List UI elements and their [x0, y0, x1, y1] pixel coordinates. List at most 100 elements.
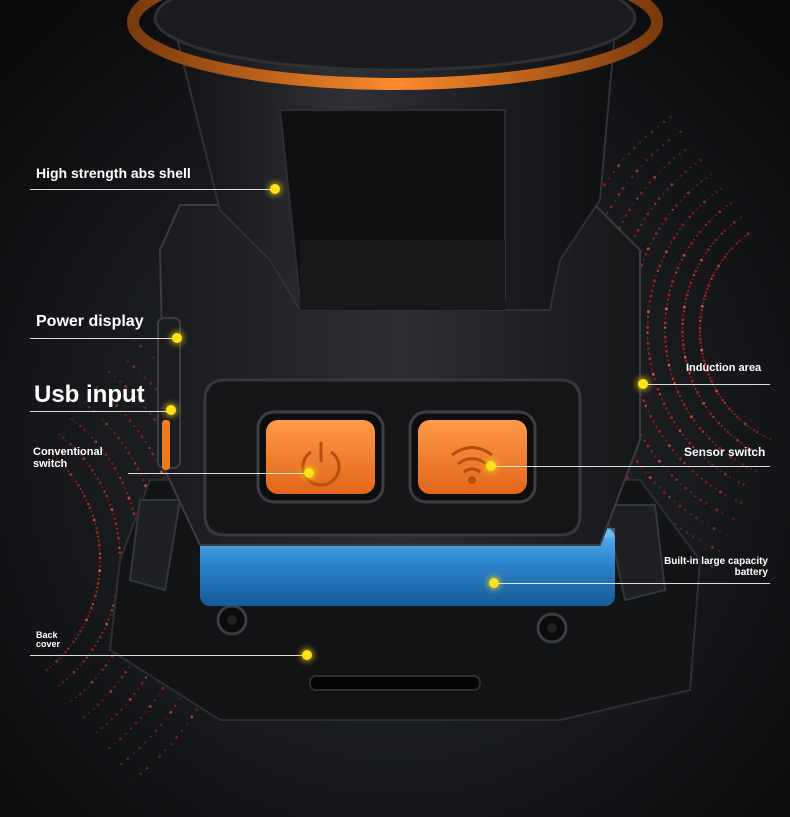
particle-dot	[55, 457, 58, 460]
particle-dot	[699, 204, 702, 207]
particle-dot	[702, 356, 704, 359]
particle-dot	[72, 640, 75, 644]
particle-dot	[148, 704, 152, 708]
particle-dot	[114, 522, 118, 526]
conventional-switch-button[interactable]	[256, 410, 385, 504]
particle-dot	[647, 347, 650, 350]
particle-dot	[679, 174, 683, 178]
particle-dot	[690, 415, 693, 419]
particle-dot	[664, 331, 666, 334]
particle-dot	[612, 170, 615, 173]
particle-dot	[108, 458, 110, 460]
particle-dot	[111, 718, 113, 720]
particle-dot	[97, 535, 99, 538]
particle-dot	[646, 321, 649, 324]
particle-dot	[85, 656, 88, 659]
particle-dot	[114, 742, 116, 745]
particle-dot	[704, 502, 708, 505]
particle-dot	[109, 689, 113, 693]
particle-dot	[689, 145, 692, 147]
particle-dot	[87, 502, 90, 506]
particle-dot	[120, 409, 123, 412]
particle-dot	[642, 399, 646, 403]
particle-dot	[696, 391, 699, 394]
particle-dot	[648, 181, 652, 184]
sensor-switch-button[interactable]	[408, 410, 537, 504]
particle-dot	[110, 399, 114, 403]
particle-dot	[704, 480, 708, 484]
particle-dot	[105, 494, 109, 498]
particle-dot	[694, 495, 697, 498]
particle-dot	[737, 480, 741, 484]
particle-dot	[681, 327, 684, 329]
particle-dot	[61, 680, 65, 684]
particle-dot	[170, 743, 172, 745]
particle-dot	[710, 245, 712, 248]
particle-dot	[750, 448, 753, 451]
battery-label: Built-in large capacity battery	[664, 556, 768, 578]
particle-dot	[667, 444, 671, 448]
particle-dot	[144, 376, 147, 379]
particle-dot	[652, 284, 655, 288]
particle-dot	[721, 398, 725, 402]
particle-dot	[673, 500, 676, 503]
particle-dot	[98, 481, 102, 485]
particle-dot	[679, 527, 682, 530]
particle-dot	[664, 307, 668, 311]
particle-dot	[678, 504, 682, 508]
particle-dot	[85, 499, 88, 501]
particle-dot	[699, 498, 703, 502]
particle-dot	[113, 466, 117, 470]
particle-dot	[667, 161, 671, 165]
particle-dot	[702, 359, 706, 363]
particle-dot	[685, 250, 688, 253]
particle-dot	[70, 417, 74, 421]
particle-dot	[635, 169, 639, 173]
particle-dot	[656, 269, 660, 273]
particle-dot	[679, 200, 682, 202]
particle-dot	[96, 731, 98, 734]
particle-dot	[69, 443, 72, 446]
particle-dot	[621, 221, 624, 223]
particle-dot	[49, 451, 52, 455]
particle-dot	[87, 614, 90, 618]
particle-dot	[132, 512, 136, 516]
particle-dot	[647, 410, 649, 413]
particle-dot	[82, 659, 86, 663]
particle-dot	[675, 453, 678, 456]
particle-dot	[687, 290, 689, 292]
particle-dot	[683, 352, 686, 354]
particle-dot	[698, 337, 702, 341]
particle-dot	[645, 471, 647, 474]
particle-dot	[675, 386, 677, 389]
particle-dot	[159, 723, 163, 726]
particle-dot	[683, 461, 686, 465]
particle-dot	[729, 496, 732, 499]
particle-dot	[689, 491, 692, 494]
particle-dot	[650, 450, 653, 453]
particle-dot	[757, 451, 761, 455]
particle-dot	[733, 436, 736, 439]
particle-dot	[97, 578, 100, 581]
particle-dot	[83, 623, 86, 625]
particle-dot	[663, 166, 666, 169]
particle-dot	[108, 746, 111, 750]
particle-dot	[82, 428, 86, 432]
particle-dot	[132, 365, 136, 369]
particle-dot	[662, 255, 666, 258]
particle-dot	[714, 387, 716, 389]
particle-dot	[622, 158, 625, 161]
particle-dot	[661, 435, 664, 438]
particle-dot	[110, 427, 112, 430]
particle-dot	[155, 459, 157, 461]
particle-dot	[636, 197, 639, 200]
particle-dot	[688, 372, 691, 375]
particle-dot	[721, 258, 724, 262]
particle-dot	[648, 357, 652, 361]
particle-dot	[720, 425, 724, 428]
particle-dot	[680, 258, 684, 261]
particle-dot	[152, 356, 155, 359]
particle-dot	[149, 381, 153, 385]
particle-dot	[702, 298, 706, 301]
